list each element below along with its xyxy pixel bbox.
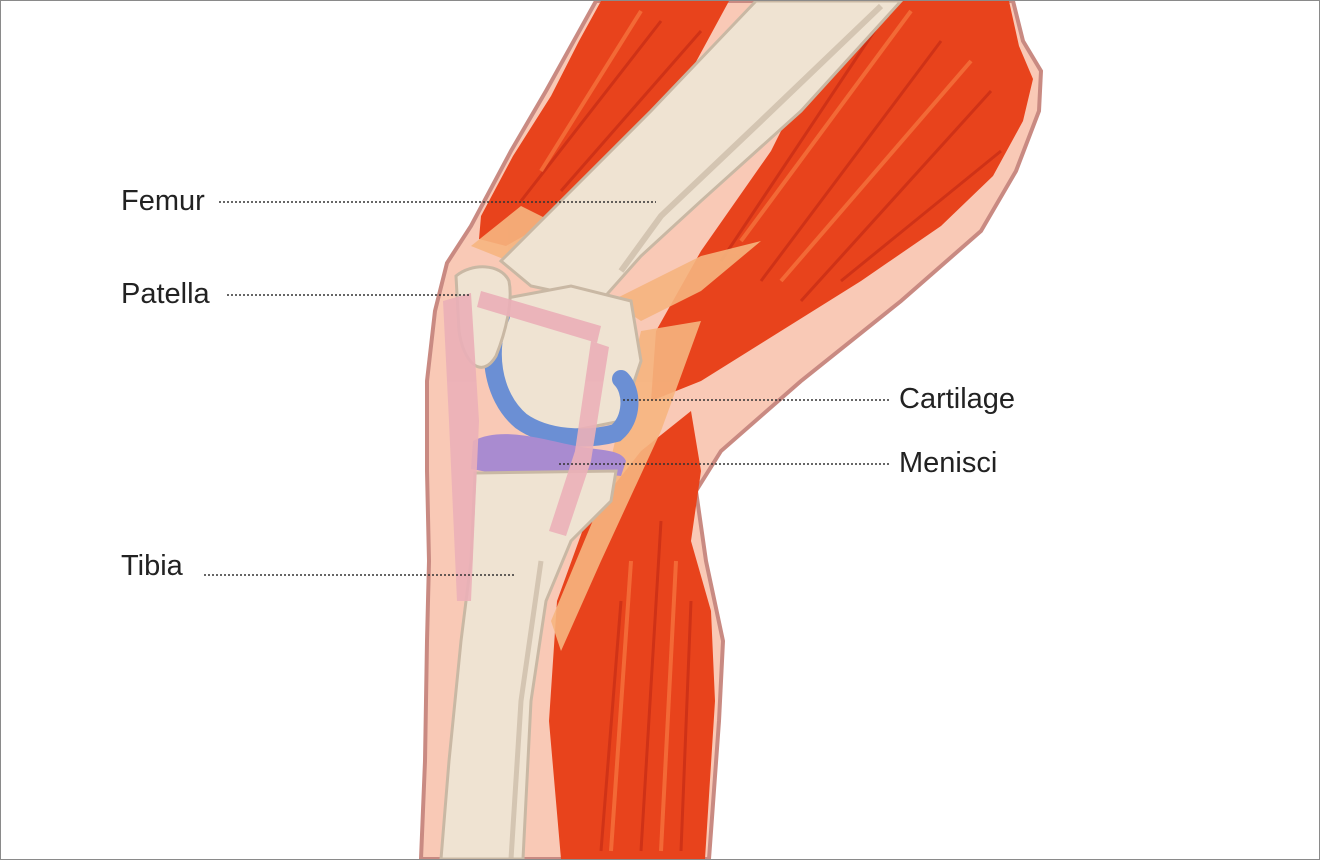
menisci-label: Menisci (899, 449, 997, 478)
patella-label: Patella (121, 280, 210, 309)
femur-label: Femur (121, 187, 205, 216)
cartilage-label: Cartilage (899, 385, 1015, 414)
tibia-label: Tibia (121, 552, 183, 581)
